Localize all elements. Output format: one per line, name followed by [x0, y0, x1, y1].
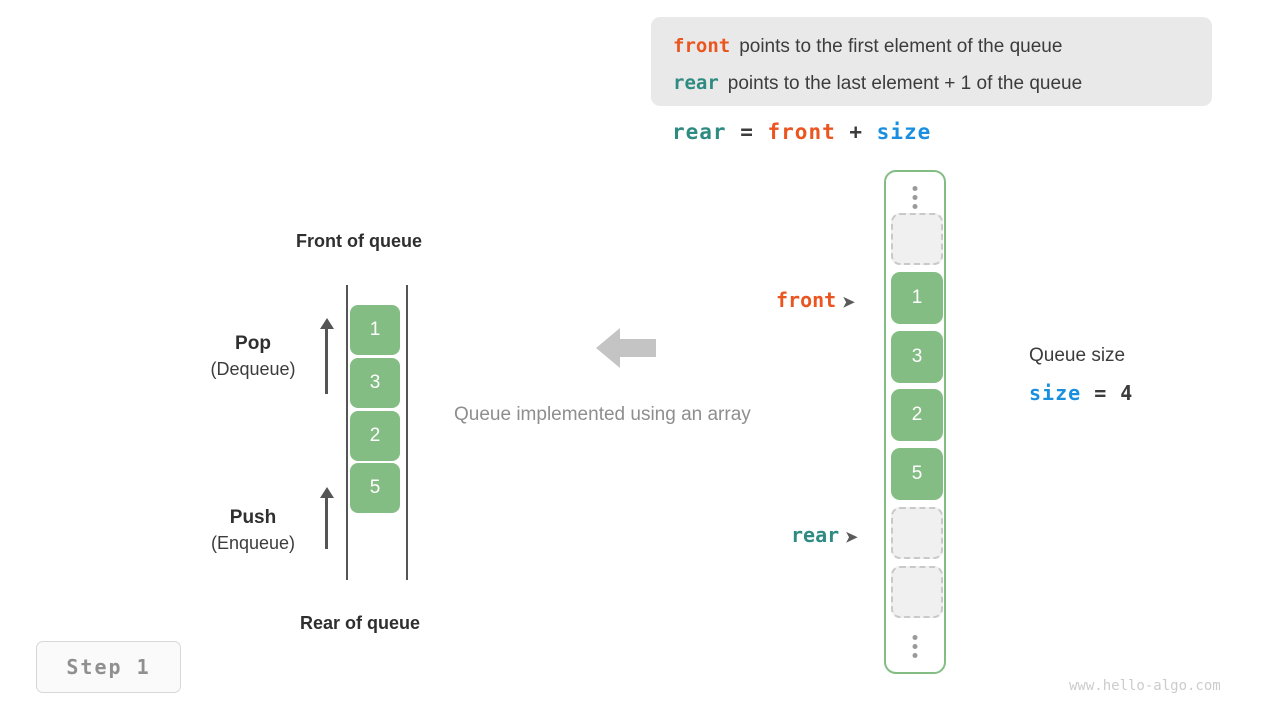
- queue-rail-right: [406, 285, 408, 580]
- queue-cell: 3: [350, 358, 400, 408]
- pop-alt-name: (Dequeue): [210, 358, 296, 379]
- rear-of-queue-label: Rear of queue: [300, 613, 421, 633]
- array-cell-filled: 3: [891, 331, 943, 383]
- diagram-caption: Queue implemented using an array: [454, 404, 751, 425]
- left-arrow-icon: [596, 328, 656, 368]
- definition-front: front points to the first element of the …: [673, 35, 1062, 58]
- formula-rear: rear: [672, 120, 727, 144]
- queue-cell: 5: [350, 463, 400, 513]
- rear-pointer-arrow-icon: ➤: [845, 529, 858, 546]
- array-cell-filled: 2: [891, 389, 943, 441]
- size-equals: =: [1081, 381, 1121, 405]
- size-value: 4: [1120, 381, 1134, 405]
- formula-plus: +: [835, 120, 877, 144]
- array-cell-empty: [891, 507, 943, 559]
- watermark: www.hello-algo.com: [1069, 678, 1221, 694]
- array-cell-filled: 1: [891, 272, 943, 324]
- front-pointer: front ➤: [776, 288, 855, 312]
- array-cell-filled: 5: [891, 448, 943, 500]
- array-container: 1 3 2 5: [884, 170, 946, 674]
- front-pointer-label: front: [776, 288, 837, 312]
- ellipsis-top-icon: [912, 186, 918, 209]
- pop-operation-label: Pop (Dequeue): [188, 331, 318, 381]
- rear-formula: rear = front + size: [672, 120, 931, 144]
- rear-pointer: rear ➤: [791, 523, 858, 547]
- array-cell-empty: [891, 213, 943, 265]
- formula-size: size: [876, 120, 932, 144]
- push-alt-name: (Enqueue): [210, 532, 296, 553]
- ellipsis-bottom-icon: [912, 635, 918, 658]
- rear-definition-text: points to the last element + 1 of the qu…: [727, 73, 1083, 94]
- definition-rear: rear points to the last element + 1 of th…: [673, 72, 1082, 95]
- push-operation-label: Push (Enqueue): [188, 505, 318, 555]
- formula-equals: =: [726, 120, 768, 144]
- front-of-queue-label: Front of queue: [296, 231, 422, 251]
- front-definition-text: points to the first element of the queue: [739, 36, 1063, 57]
- queue-rail-left: [346, 285, 348, 580]
- definitions-box: front points to the first element of the …: [651, 17, 1212, 106]
- queue-cell: 2: [350, 411, 400, 461]
- step-badge: Step 1: [36, 641, 181, 693]
- front-pointer-arrow-icon: ➤: [842, 294, 855, 311]
- size-variable: size: [1029, 381, 1082, 405]
- rear-pointer-label: rear: [791, 523, 840, 547]
- pop-name: Pop: [235, 333, 271, 354]
- array-cell-empty: [891, 566, 943, 618]
- queue-size-expression: size = 4: [1029, 381, 1133, 405]
- pop-up-arrow-icon: [320, 318, 334, 394]
- push-name: Push: [229, 507, 277, 528]
- formula-front: front: [767, 120, 836, 144]
- front-keyword: front: [673, 35, 731, 57]
- queue-cell: 1: [350, 305, 400, 355]
- rear-keyword: rear: [673, 72, 719, 94]
- push-up-arrow-icon: [320, 487, 334, 549]
- queue-size-title: Queue size: [1029, 345, 1126, 366]
